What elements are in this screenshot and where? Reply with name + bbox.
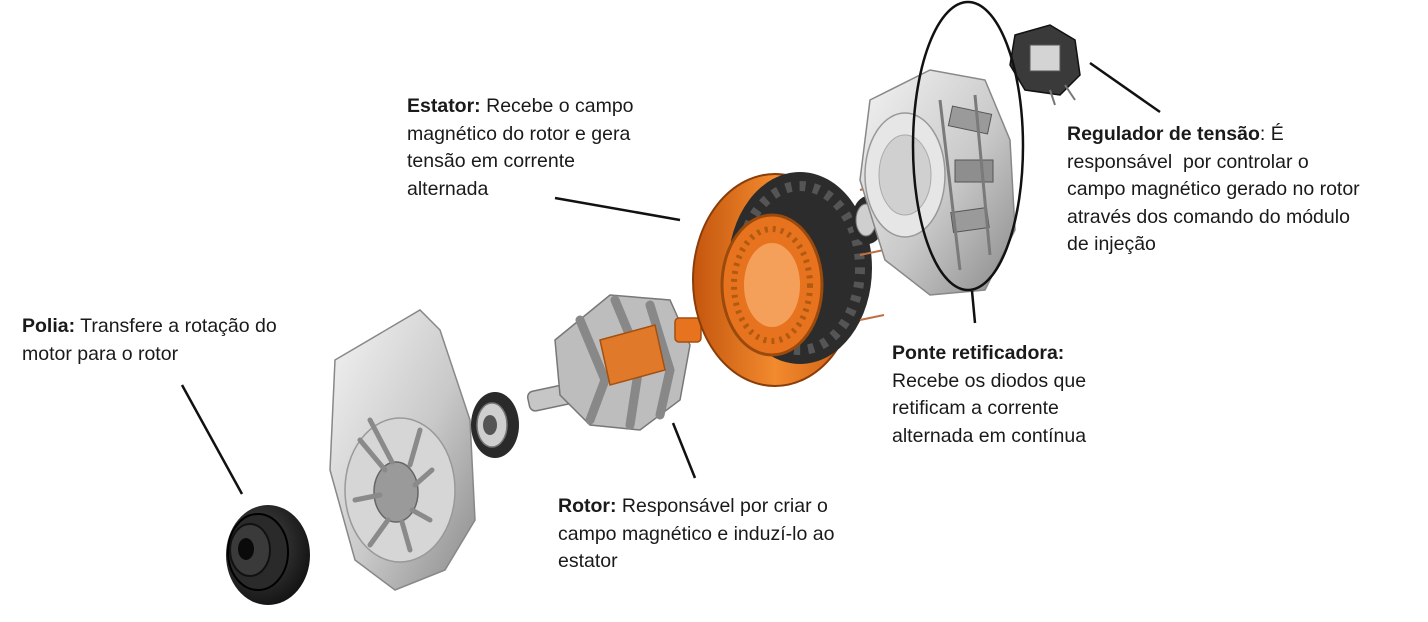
- rotor-line-1: Responsável por criar o: [622, 495, 828, 517]
- rotor-title: Rotor:: [558, 495, 616, 517]
- regulador-line-1: responsável por controlar o: [1067, 151, 1309, 173]
- stator-part: [693, 172, 884, 386]
- estator-line-4: alternada: [407, 178, 488, 200]
- rotor-line-2: campo magnético e induzí-lo ao: [558, 523, 834, 545]
- ponte-label: Ponte retificadora: Recebe os diodos que…: [892, 340, 1172, 450]
- ponte-line-1: Recebe os diodos que: [892, 370, 1086, 392]
- ponte-line-3: alternada em contínua: [892, 425, 1086, 447]
- front-housing-part: [330, 310, 475, 590]
- rotor-part: [527, 295, 701, 430]
- rear-housing-part: [860, 70, 1015, 295]
- ponte-title: Ponte retificadora:: [892, 342, 1064, 364]
- rotor-line-3: estator: [558, 550, 618, 572]
- estator-line-1: Recebe o campo: [486, 95, 633, 117]
- front-bearing-part: [471, 392, 519, 458]
- regulador-title: Regulador de tensão: [1067, 123, 1260, 145]
- estator-line-3: tensão em corrente: [407, 150, 575, 172]
- regulador-label: Regulador de tensão: É responsável por c…: [1067, 121, 1427, 259]
- regulador-title-suffix: : É: [1260, 123, 1284, 145]
- pulley-part: [226, 505, 310, 605]
- polia-label: Polia: Transfere a rotação do motor para…: [22, 313, 342, 368]
- ponte-leader-line: [972, 291, 975, 323]
- estator-label: Estator: Recebe o campo magnético do rot…: [407, 93, 707, 203]
- polia-leader-line: [182, 385, 242, 494]
- polia-line-2: motor para o rotor: [22, 343, 178, 365]
- estator-line-2: magnético do rotor e gera: [407, 123, 630, 145]
- polia-line-1: Transfere a rotação do: [80, 315, 277, 337]
- ponte-line-2: retificam a corrente: [892, 397, 1059, 419]
- regulador-line-2: campo magnético gerado no rotor: [1067, 178, 1360, 200]
- estator-title: Estator:: [407, 95, 481, 117]
- rotor-label: Rotor: Responsável por criar o campo mag…: [558, 493, 918, 576]
- polia-title: Polia:: [22, 315, 75, 337]
- regulador-line-4: de injeção: [1067, 233, 1156, 255]
- regulador-line-3: através dos comando do módulo: [1067, 206, 1350, 228]
- rotor-leader-line: [673, 423, 695, 478]
- regulador-leader-line: [1090, 63, 1160, 112]
